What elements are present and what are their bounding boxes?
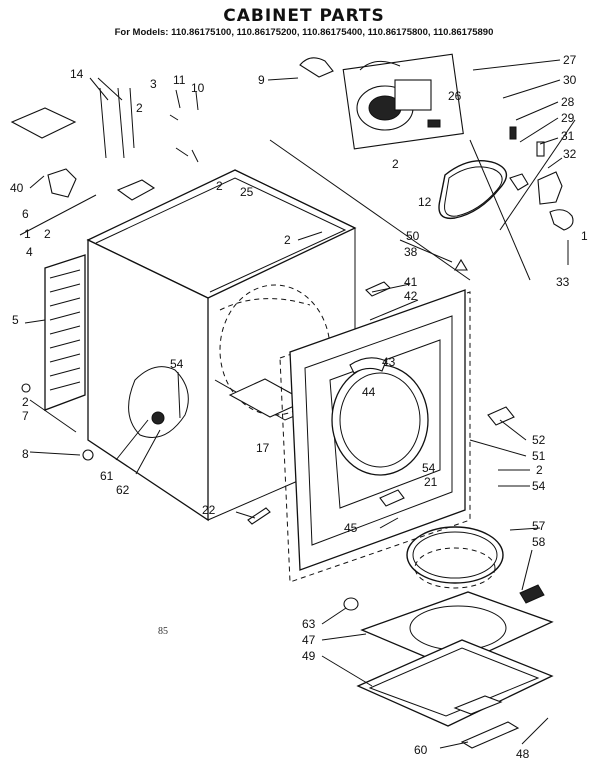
callout-2e: 2 [392,157,399,171]
callout-1: 1 [24,227,31,241]
callout-29: 29 [561,111,575,125]
callout-45: 45 [344,521,358,535]
page-mark: 85 [158,626,168,637]
door-seal [406,526,504,589]
drive-belt [438,160,508,220]
front-panel [279,289,471,583]
callout-2d: 2 [284,233,291,247]
callout-7: 7 [22,409,29,423]
callout-44: 44 [362,385,376,399]
callout-8: 8 [22,447,29,461]
callout-58: 58 [532,535,546,549]
callout-21: 21 [424,475,438,489]
callout-25: 25 [240,185,254,199]
side-vent-panel [44,254,86,411]
callout-28: 28 [561,95,575,109]
callout-27: 27 [563,53,577,67]
callout-38: 38 [404,245,418,259]
callout-31: 31 [561,129,575,143]
callout-41: 41 [404,275,418,289]
diagram-title: CABINET PARTS [223,6,385,26]
door-assembly [343,584,554,749]
callout-5: 5 [12,313,19,327]
callout-42: 42 [404,289,418,303]
callout-2c: 2 [216,179,223,193]
callout-2g: 2 [536,463,543,477]
callout-11: 11 [173,73,186,87]
wiring-harness [128,366,189,438]
idler-assembly [509,126,574,231]
callout-26: 26 [448,89,462,103]
callout-32: 32 [563,147,577,161]
callout-54b: 54 [422,461,436,475]
callout-61: 61 [100,469,114,483]
callout-52: 52 [532,433,546,447]
callout-6: 6 [22,207,29,221]
callout-labels: 14 3 11 10 9 27 30 26 28 29 31 32 2 40 6… [10,53,588,761]
callout-40: 40 [10,181,24,195]
callout-50: 50 [406,229,420,243]
callout-48: 48 [516,747,530,761]
leader-lines [19,59,569,749]
cabinet-body [86,119,576,522]
callout-60: 60 [414,743,428,757]
hardware-screws [21,258,515,525]
callout-3: 3 [150,77,157,91]
callout-33: 33 [556,275,570,289]
callout-1b: 1 [581,229,588,243]
callout-17: 17 [256,441,270,455]
callout-10: 10 [191,81,205,95]
callout-2f: 2 [22,395,29,409]
callout-22: 22 [202,503,216,517]
callout-54a: 54 [170,357,184,371]
models-list: For Models: 110.86175100, 110.86175200, … [114,27,494,38]
callout-2b: 2 [44,227,51,241]
callout-63: 63 [302,617,316,631]
callout-43: 43 [382,355,396,369]
top-left-brackets [10,87,199,201]
callout-47: 47 [302,633,316,647]
callout-4: 4 [26,245,33,259]
callout-2a: 2 [136,101,143,115]
callout-49: 49 [302,649,316,663]
callout-57: 57 [532,519,546,533]
callout-9: 9 [258,73,265,87]
callout-51: 51 [532,449,546,463]
callout-12: 12 [418,195,432,209]
callout-30: 30 [563,73,577,87]
callout-62: 62 [116,483,130,497]
motor-assembly [299,53,464,150]
callout-54c: 54 [532,479,546,493]
callout-14: 14 [70,67,84,81]
